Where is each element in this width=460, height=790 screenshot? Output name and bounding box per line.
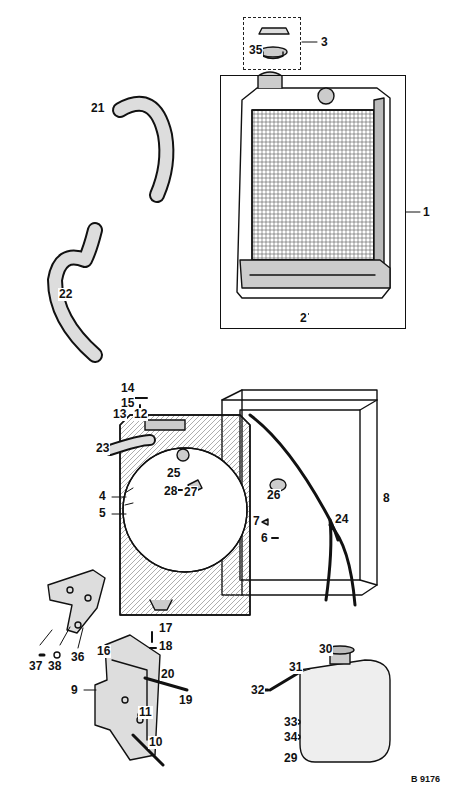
callout-number: 3 <box>320 36 329 49</box>
callout-number: 31 <box>288 661 303 674</box>
callout-number: 16 <box>96 645 111 658</box>
callout-number: 23 <box>95 442 110 455</box>
callout-number: 1 <box>422 206 431 219</box>
callout-number: 34 <box>283 731 298 744</box>
callout-number: 5 <box>98 507 107 520</box>
callout-number: 21 <box>90 102 105 115</box>
callout-number: 18 <box>158 640 173 653</box>
callout-number: 4 <box>98 490 107 503</box>
callout-number: 27 <box>183 486 198 499</box>
callout-number: 36 <box>70 651 85 664</box>
callout-number: 32 <box>250 684 265 697</box>
callout-number: 9 <box>70 684 79 697</box>
callout-number: 30 <box>318 643 333 656</box>
callout-number: 12 <box>133 408 148 421</box>
callout-number: 13 <box>112 408 127 421</box>
callout-number: 33 <box>283 716 298 729</box>
callout-number: 2 <box>299 312 308 325</box>
callout-number: 14 <box>120 382 135 395</box>
callout-number: 38 <box>47 660 62 673</box>
callout-number: 25 <box>166 467 181 480</box>
callout-number: 37 <box>28 660 43 673</box>
callout-number: 11 <box>138 706 153 719</box>
callout-number: 26 <box>266 489 281 502</box>
radiator-inset-box: 2 <box>220 75 406 329</box>
callout-number: 22 <box>58 288 73 301</box>
cap-inset-box: 35 <box>243 17 301 70</box>
callout-number: 6 <box>260 532 269 545</box>
callout-number: 35 <box>248 44 263 57</box>
callout-number: 20 <box>160 668 175 681</box>
callout-number: 24 <box>334 513 349 526</box>
callout-number: 10 <box>148 736 163 749</box>
callout-number: 17 <box>158 622 173 635</box>
callout-number: 7 <box>252 515 261 528</box>
callout-number: 8 <box>382 492 391 505</box>
callout-number: 19 <box>178 694 193 707</box>
drawing-number: B 9176 <box>410 773 441 786</box>
callout-number: 28 <box>163 485 178 498</box>
callout-number: 29 <box>283 752 298 765</box>
